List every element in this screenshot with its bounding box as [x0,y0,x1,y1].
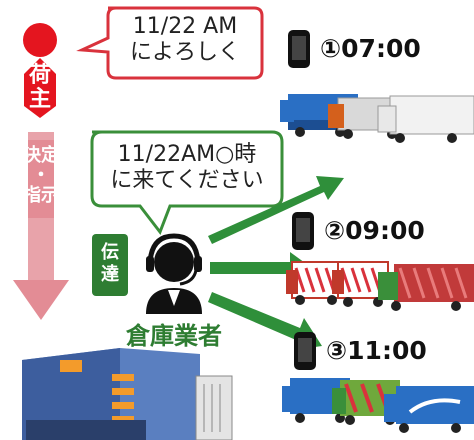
shipper-label-line-2: 主 [28,87,51,112]
decision-arrow [13,132,69,320]
slot-label-1: ①07:00 [320,34,421,63]
slot-label-3: ③11:00 [326,336,427,365]
shipper-bubble-text: 11/22 AM によろしく [115,14,255,66]
worker-bubble-line-2: に来てください [110,168,264,193]
worker-caption: 倉庫業者 [126,322,222,350]
smartphone-icon [292,212,314,250]
arrows-to-slots [208,176,344,350]
decision-label-line-3: 指示 [23,185,59,206]
worker-bubble-line-1: 11/22AM○時 [117,142,257,167]
shipper-figure [23,23,57,118]
truck-group-slot-2 [286,261,474,311]
shipper-bubble-line-2: によろしく [129,40,240,65]
warehouse-illustration [22,348,233,440]
shipper-label-line-1: 荷 [28,63,51,88]
relay-badge-label: 伝 達 [98,242,122,286]
worker-bubble-text: 11/22AM○時 に来てください [96,142,278,194]
shipper-bubble-line-1: 11/22 AM [132,14,238,39]
truck-group-slot-3 [282,378,474,433]
relay-badge-line-1: 伝 [101,242,119,263]
shipper-speech-bubble [76,6,264,80]
truck-group-slot-1 [280,94,474,143]
decision-label: 決定 ・ 指示 [22,146,60,206]
smartphone-icon [294,332,316,370]
shipper-label: 荷 主 [25,64,55,112]
decision-label-line-1: 決定 [23,145,59,166]
decision-label-line-2: ・ [32,165,50,186]
worker-figure [146,233,202,314]
slot-label-2: ②09:00 [324,216,425,245]
relay-badge-line-2: 達 [101,264,119,285]
worker-speech-bubble [90,130,284,236]
smartphone-icon [288,30,310,68]
relay-badge [92,234,128,296]
